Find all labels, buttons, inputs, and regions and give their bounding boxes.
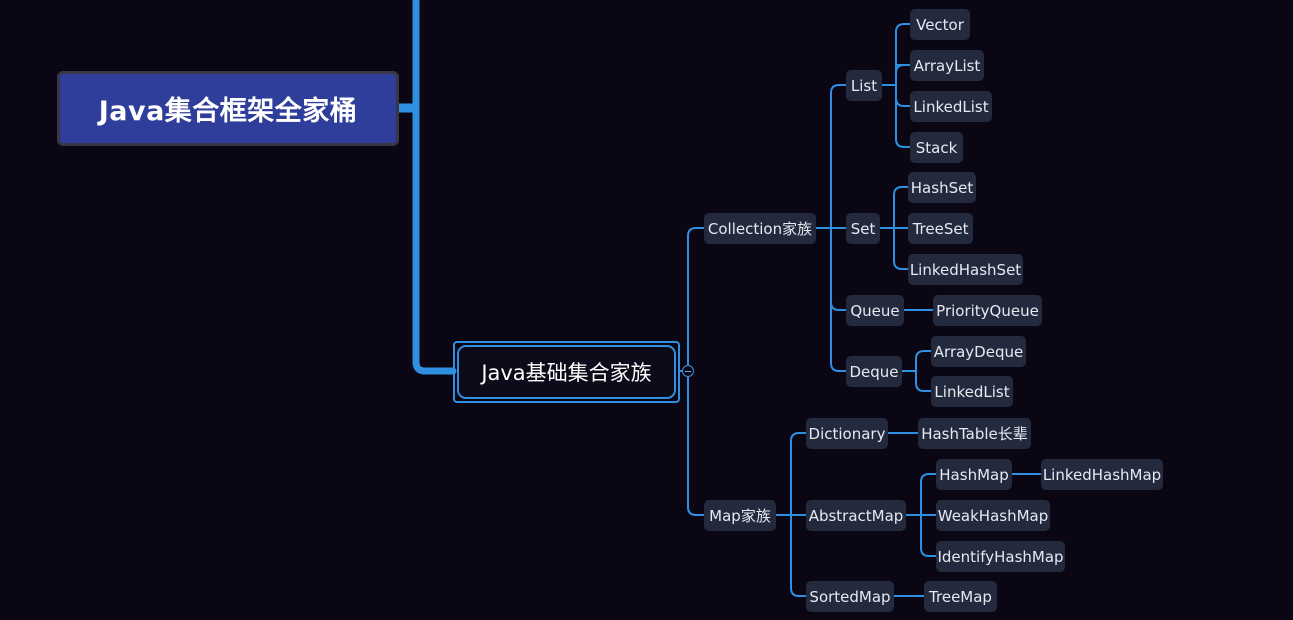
deque-children-lines [902,350,931,392]
main-to-map-line [687,371,704,516]
main-topic[interactable]: Java基础集合家族 [457,345,676,399]
collapse-toggle-icon[interactable] [682,365,694,377]
node-set[interactable]: Set [846,213,880,244]
node-linkedhashset[interactable]: LinkedHashSet [908,254,1023,285]
node-sortedmap[interactable]: SortedMap [806,581,894,612]
main-to-collection-line [680,227,704,372]
node-arraydeque[interactable]: ArrayDeque [931,336,1026,367]
node-linkedhashmap[interactable]: LinkedHashMap [1041,459,1163,490]
node-collection[interactable]: Collection家族 [704,213,816,244]
main-topic-selection-frame [453,341,680,403]
node-linkedlist[interactable]: LinkedList [910,91,992,122]
node-deque-linkedlist[interactable]: LinkedList [931,376,1013,407]
map-to-sorted-line [790,515,806,597]
node-treemap[interactable]: TreeMap [924,581,997,612]
root-topic[interactable]: Java集合框架全家桶 [57,71,399,146]
set-children-lines [880,186,908,270]
node-map[interactable]: Map家族 [704,500,776,531]
trunk-line [412,0,457,375]
node-identifyhashmap[interactable]: IdentifyHashMap [936,541,1065,572]
abstractmap-children-lines [906,473,936,557]
collection-to-deque-line [830,302,846,372]
node-arraylist[interactable]: ArrayList [910,50,984,81]
node-hashset[interactable]: HashSet [908,172,976,203]
node-dictionary[interactable]: Dictionary [806,418,888,449]
node-vector[interactable]: Vector [910,9,970,40]
node-stack[interactable]: Stack [910,132,963,163]
node-priorityqueue[interactable]: PriorityQueue [933,295,1042,326]
collection-to-list-line [830,84,846,228]
collection-to-queue-line [830,228,846,311]
node-abstractmap[interactable]: AbstractMap [806,500,906,531]
list-children-lines [882,23,910,148]
node-weakhashmap[interactable]: WeakHashMap [936,500,1050,531]
node-list[interactable]: List [846,70,882,101]
node-hashmap[interactable]: HashMap [936,459,1012,490]
node-treeset[interactable]: TreeSet [908,213,973,244]
map-to-dictionary-line [790,432,806,515]
node-queue[interactable]: Queue [846,295,904,326]
node-hashtable[interactable]: HashTable长辈 [918,418,1031,449]
node-deque[interactable]: Deque [846,356,902,387]
